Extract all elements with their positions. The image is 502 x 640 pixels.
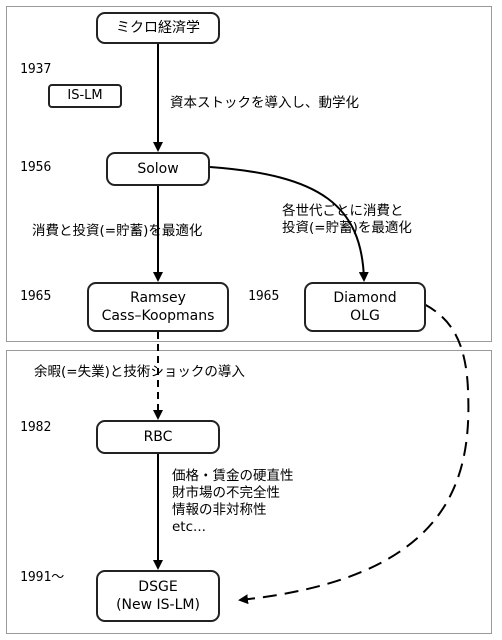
note-consumption-investment: 消費と投資(=貯蓄)を最適化 (32, 223, 203, 239)
year-1982: 1982 (20, 420, 52, 435)
node-ramsey: Ramsey Cass–Koopmans (87, 282, 229, 332)
year-1965-right: 1965 (248, 289, 280, 304)
bottom-panel (6, 350, 492, 634)
arrow-solow-to-diamond (209, 166, 369, 282)
node-diamond: Diamond OLG (304, 282, 426, 332)
year-1991: 1991〜 (20, 570, 65, 585)
note-frictions: 価格・賃金の硬直性 財市場の不完全性 情報の非対称性 etc... (172, 468, 294, 535)
top-panel (6, 6, 492, 342)
arrow-diamond-to-dsge (238, 303, 470, 605)
note-capital-stock: 資本ストックを導入し、動学化 (170, 95, 359, 111)
note-each-generation: 各世代ごとに消費と 投資(=貯蓄)を最適化 (282, 203, 412, 236)
year-1956: 1956 (20, 160, 52, 175)
node-dsge: DSGE (New IS-LM) (96, 570, 220, 622)
year-1937: 1937 (20, 62, 52, 77)
node-solow: Solow (106, 152, 210, 186)
node-rbc: RBC (96, 420, 220, 454)
node-micro-economics: ミクロ経済学 (96, 12, 220, 44)
note-leisure-tech-shock: 余暇(=失業)と技術ショックの導入 (34, 364, 245, 380)
year-1965-left: 1965 (20, 289, 52, 304)
node-islm: IS-LM (48, 84, 122, 108)
